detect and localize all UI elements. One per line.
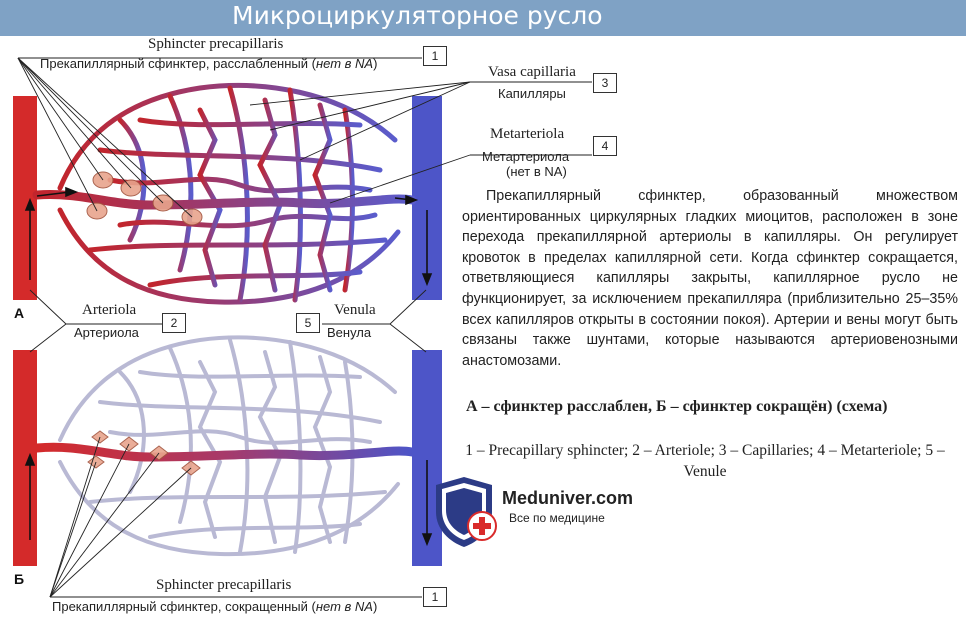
number-box-3: 3	[593, 73, 617, 93]
sphincter-top-latin-label: Sphincter precapillaris	[148, 36, 283, 53]
number-box-4: 4	[593, 136, 617, 156]
panel-b-drawing: Б	[13, 338, 442, 587]
page-title: Микроциркуляторное русло	[232, 1, 603, 30]
title-bar: Микроциркуляторное русло	[0, 0, 966, 36]
logo-tagline: Все по медицине	[509, 511, 605, 525]
arteriola-latin-label: Arteriola	[82, 302, 136, 319]
capillary-network-a	[60, 86, 398, 303]
sphincter-bottom-latin-label: Sphincter precapillaris	[156, 577, 291, 594]
venula-rus-label: Венула	[327, 325, 371, 340]
sphincter-bottom-rus-text: Прекапиллярный сфинктер, сокращенный (	[52, 599, 316, 614]
metarteriola-latin-label: Metarteriola	[490, 126, 564, 143]
number-box-1-bottom: 1	[423, 587, 447, 607]
vasa-capillaria-rus-label: Капилляры	[498, 86, 566, 101]
sphincter-bottom-rus-close: )	[373, 599, 377, 614]
metarteriole-b	[37, 447, 412, 457]
sphincter-top-rus-text: Прекапиллярный сфинктер, расслабленный (	[40, 56, 316, 71]
meduniver-logo-icon	[436, 477, 496, 547]
venula-latin-label: Venula	[334, 302, 376, 319]
number-box-5: 5	[296, 313, 320, 333]
sphincter-top-rus-close: )	[373, 56, 377, 71]
panel-b-letter: Б	[14, 571, 24, 587]
figure-legend: 1 – Precapillary sphincter; 2 – Arteriol…	[456, 440, 954, 482]
number-box-1-top: 1	[423, 46, 447, 66]
panel-a-letter: А	[14, 305, 24, 321]
capillary-network-b-closed	[60, 338, 398, 555]
sphincter-bottom-rus-label: Прекапиллярный сфинктер, сокращенный (не…	[52, 599, 377, 614]
logo-name[interactable]: Meduniver.com	[502, 488, 633, 509]
panel-a-drawing: А	[13, 86, 442, 321]
metarteriola-na-label: (нет в NA)	[506, 164, 567, 179]
figure-caption: А – сфинктер расслаблен, Б – сфинктер со…	[466, 398, 887, 416]
arteriola-rus-label: Артериола	[74, 325, 139, 340]
number-box-2: 2	[162, 313, 186, 333]
vasa-capillaria-latin-label: Vasa capillaria	[488, 64, 576, 81]
arteriole-b	[13, 350, 37, 566]
sphincter-top-rus-em: нет в NA	[316, 56, 373, 71]
sphincter-bottom-rus-em: нет в NA	[316, 599, 373, 614]
sphincter-top-rus-label: Прекапиллярный сфинктер, расслабленный (…	[40, 56, 377, 71]
description-paragraph: Прекапиллярный сфинктер, образованный мн…	[462, 186, 958, 371]
metarteriola-rus-label: Метартериола	[482, 149, 569, 164]
arteriole-a	[13, 96, 37, 300]
